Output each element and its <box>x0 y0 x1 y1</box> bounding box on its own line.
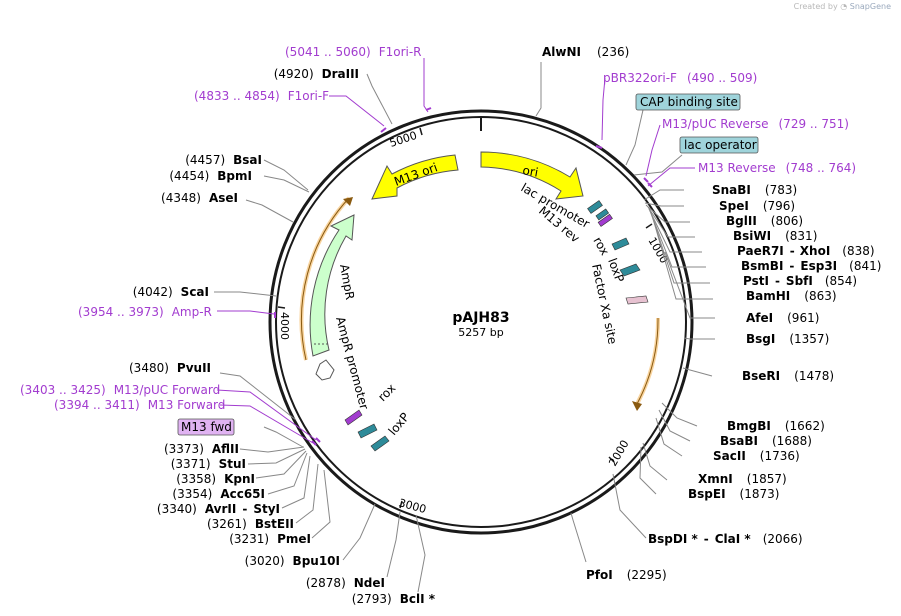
lac-operator-box <box>679 136 759 154</box>
tick-3000: 3000 <box>397 496 427 516</box>
ori-label: ori <box>521 163 539 179</box>
primer-f1ori-r: (5041 .. 5060)F1ori-R <box>285 45 422 59</box>
site-bspei: BspEI(1873) <box>688 487 779 501</box>
snapgene-logo-icon: ◔ <box>840 2 848 11</box>
ampr-label: AmpR <box>337 263 357 301</box>
site-ndei: (2878)NdeI <box>306 576 385 590</box>
site-bsiwi: BsiWI(831) <box>733 229 817 243</box>
tick-4000: 4000 <box>278 312 291 340</box>
rox1-feature <box>611 237 630 251</box>
primer-amp-r: (3954 .. 3973)Amp-R <box>78 305 212 319</box>
loxp1-feature <box>619 263 641 277</box>
scale-ticks <box>277 127 653 509</box>
site-afei: AfeI(961) <box>746 311 819 325</box>
site-pmei: (3231)PmeI <box>229 532 311 546</box>
cap-box <box>635 93 741 111</box>
cap-feature-mark <box>595 208 610 221</box>
plasmid-name: pAJH83 <box>452 310 509 326</box>
site-sacii: SacII(1736) <box>713 449 800 463</box>
site-xmni: XmnI(1857) <box>698 472 787 486</box>
site-bsgi: BsgI(1357) <box>746 332 829 346</box>
site-paer7i-xhoi: PaeR7I-XhoI(838) <box>737 244 875 258</box>
loxp2-feature <box>357 423 378 439</box>
right-leaders <box>535 62 715 563</box>
m13ori-feature <box>371 154 459 200</box>
site-asei: (4348)AseI <box>161 191 238 205</box>
primer-marks <box>274 107 653 446</box>
left-leaders <box>214 73 426 593</box>
primer-m13puc-rev: M13/pUC Reverse(729 .. 751) <box>662 117 849 131</box>
site-snabi: SnaBI(783) <box>712 183 797 197</box>
site-kpni: (3358)KpnI <box>176 472 255 486</box>
site-bspdi-clai: BspDI *-ClaI *(2066) <box>648 532 803 546</box>
credit-prefix: Created by <box>793 2 838 11</box>
orf-arrow-left <box>343 197 353 206</box>
site-bsteii: (3261)BstEII <box>207 517 294 531</box>
site-scai: (4042)ScaI <box>133 285 209 299</box>
credit-brand: SnapGene <box>849 2 891 11</box>
primer-m13-rev: M13 Reverse(748 .. 764) <box>698 161 856 175</box>
primer-m13-fwd: (3394 .. 3411)M13 Forward <box>54 398 225 412</box>
site-bamhi: BamHI(863) <box>746 289 837 303</box>
site-bpu10i: (3020)Bpu10I <box>245 554 340 568</box>
cap-label: CAP binding site <box>640 95 738 109</box>
site-bpmi: (4454)BpmI <box>169 169 252 183</box>
left-site-labels: (4920)DraIII (4457)BsaI (4454)BpmI (4348… <box>129 67 436 606</box>
site-bcli: (2793)BclI * <box>352 592 436 606</box>
snapgene-credit: Created by ◔ SnapGene <box>794 2 891 11</box>
ampr-feature <box>309 214 355 357</box>
site-aflii: (3373)AflII <box>164 442 239 456</box>
site-avrii-styi: (3340)AvrII-StyI <box>157 502 280 516</box>
primer-m13puc-fwd: (3403 .. 3425)M13/pUC Forward <box>20 383 220 397</box>
site-bsmbi-esp3i: BsmBI-Esp3I(841) <box>741 259 881 273</box>
loxp2b-feature <box>370 435 390 452</box>
site-pfoi: PfoI(2295) <box>586 568 667 582</box>
backbone-outer <box>268 109 694 535</box>
primer-pbr322: pBR322ori-F(490 .. 509) <box>603 71 757 85</box>
m13fwd-label: M13 fwd <box>181 420 232 434</box>
site-spei: SpeI(796) <box>719 199 795 213</box>
orf-arrow-right <box>632 401 642 411</box>
site-alwni: AlwNI(236) <box>542 45 629 59</box>
site-bglii: BglII(806) <box>726 214 803 228</box>
plasmid-size: 5257 bp <box>458 326 503 339</box>
site-acc65i: (3354)Acc65I <box>172 487 265 501</box>
site-bseri: BseRI(1478) <box>742 369 834 383</box>
primer-f1ori-f: (4833 .. 4854)F1ori-F <box>194 89 329 103</box>
lac-promoter-feature <box>587 200 603 214</box>
orf-arc-right <box>635 317 661 405</box>
site-draiii: (4920)DraIII <box>274 67 359 81</box>
rox1-label: rox <box>590 235 611 258</box>
site-bsabi: BsaBI(1688) <box>720 434 812 448</box>
ori-feature <box>480 151 584 200</box>
lac-operator-label: lac operator <box>684 138 757 152</box>
loxp2-label: loxP <box>386 410 413 438</box>
site-bmgbi: BmgBI(1662) <box>727 419 825 433</box>
loxp1-label: loxP <box>605 256 627 284</box>
m13fwd-box <box>177 418 235 436</box>
site-bsai: (4457)BsaI <box>185 153 262 167</box>
m13rev-feature <box>597 213 613 227</box>
ampr-promoter-feature <box>315 359 335 381</box>
factor-xa-feature <box>625 295 649 305</box>
site-psti-sbfi: PstI-SbfI(854) <box>743 274 857 288</box>
rox2-feature <box>344 409 363 426</box>
right-site-labels: AlwNI(236) SnaBI(783) SpeI(796) BglII(80… <box>542 45 881 582</box>
site-pvuii: (3480)PvuII <box>129 361 211 375</box>
primer-leaders <box>216 58 695 444</box>
ampr-promoter-label: AmpR promoter <box>333 315 371 411</box>
site-stui: (3371)StuI <box>171 457 246 471</box>
rox2-label: rox <box>375 381 398 404</box>
